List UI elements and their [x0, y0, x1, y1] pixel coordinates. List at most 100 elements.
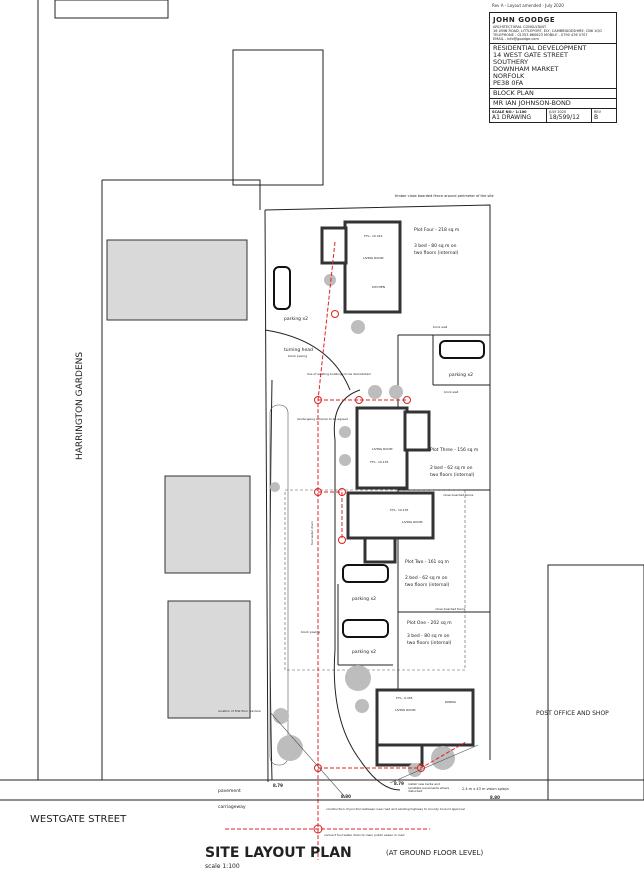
address-line: PE38 0FA — [493, 79, 524, 87]
house-plot-one — [375, 688, 475, 747]
foul-water-drain — [225, 241, 467, 860]
ffl-label: F.F.L. 9.345 — [396, 696, 413, 700]
title-block: JOHN GOODGE ARCHITECTURAL CONSULTANT 16 … — [489, 12, 617, 123]
site-boundary — [264, 209, 269, 783]
address-line: SOUTHERY — [493, 58, 529, 66]
room-label: LIVING ROOM — [395, 708, 416, 712]
ffl-label: F.F.L. 10.135 — [390, 508, 409, 512]
plot-boundary-line — [102, 179, 261, 210]
client-name: MR IAN JOHNSON-BOND — [490, 99, 616, 109]
room-label: LIVING ROOM — [363, 256, 384, 260]
parking-label: parking x2 — [352, 649, 376, 655]
level-label: 8.80 — [341, 794, 351, 799]
address-line: 14 WEST GATE STREET — [493, 51, 568, 59]
access-road-edge — [333, 389, 401, 791]
plot4-desc: 3 bed - 80 sq m on — [414, 243, 457, 249]
vision-splay — [389, 744, 479, 784]
junction-note: construction of junction between new roa… — [326, 807, 465, 811]
consultant-section: JOHN GOODGE ARCHITECTURAL CONSULTANT 16 … — [490, 13, 616, 44]
turning-head-label: turning head — [284, 347, 313, 353]
parking-label: parking x2 — [352, 596, 376, 602]
plot2-label: Plot Two - 161 sq m — [405, 559, 449, 565]
plot3-label: Plot Three - 156 sq m — [430, 447, 478, 453]
revision-note: Rev A - Layout amended - July 2020 — [492, 3, 564, 8]
room-label: KITCHEN — [372, 285, 385, 289]
block-paving-label: block paving — [288, 354, 307, 358]
scale-label: SCALE NO.- 1:100 — [492, 110, 527, 114]
rev-label: REV — [594, 110, 602, 114]
neighbour-building-top-right — [232, 49, 324, 186]
drawing-number: 18/599/12 — [549, 114, 580, 121]
consultant-contact: 16 LYNN ROAD, LITTLEPORT, ELY, CAMBRIDGE… — [493, 29, 602, 37]
address-line: RESIDENTIAL DEVELOPMENT — [493, 44, 587, 52]
house-plot-one-wc — [375, 743, 424, 767]
consultant-email: EMAIL - info@goodge.com — [490, 37, 616, 44]
street-name-harrington: HARRINGTON GARDENS — [75, 352, 85, 460]
neighbour-building — [164, 475, 251, 574]
plot4-label: Plot Four - 218 sq m — [414, 227, 459, 233]
plan-title: SITE LAYOUT PLAN — [205, 845, 352, 861]
brick-wall-label: brick wall — [433, 325, 447, 329]
vision-splay — [269, 711, 346, 798]
plot2-desc: 2 bed - 62 sq m on — [405, 575, 448, 581]
block-paving-area — [284, 489, 466, 671]
plot2-desc: two floors (internal) — [405, 582, 450, 588]
carriageway-label: carriageway — [218, 804, 246, 810]
fence-label: close boarded fence — [435, 607, 466, 611]
plot1-desc: two floors (internal) — [407, 640, 452, 646]
parking-label: parking x2 — [284, 316, 308, 322]
neighbour-building-top — [54, 0, 169, 19]
plot3-desc: two floors (internal) — [430, 472, 475, 478]
consultant-name: JOHN GOODGE — [493, 16, 556, 24]
revision: B — [594, 114, 599, 121]
drawing-title: BLOCK PLAN — [490, 89, 616, 99]
post-office-label: POST OFFICE AND SHOP — [536, 710, 609, 717]
house-plot-two — [346, 491, 435, 540]
car-icon — [273, 266, 291, 310]
plan-scale: scale 1:100 — [205, 863, 240, 870]
project-address: RESIDENTIAL DEVELOPMENT 14 WEST GATE STR… — [490, 44, 616, 89]
room-label: LIVING ROOM — [372, 447, 393, 451]
vision-splay-note: 2.4 m x 43 m vision splays — [462, 787, 509, 791]
window-note: location of first floor window — [218, 709, 261, 713]
block-paving-label: block paving — [301, 630, 320, 634]
street-name-westgate: WESTGATE STREET — [30, 814, 127, 825]
plot4-desc: two floors (internal) — [414, 250, 459, 256]
turning-head-curve — [264, 329, 351, 391]
date-label: JULY 2020 — [549, 110, 567, 114]
level-label: 8.79 — [273, 783, 283, 788]
consultant-role: ARCHITECTURAL CONSULTANT — [493, 25, 547, 29]
plot1-label: Plot One - 202 sq m — [407, 620, 452, 626]
fence-note: timber close boarded fence around perime… — [395, 194, 494, 198]
car-icon — [342, 619, 389, 638]
house-plot-three-wc — [403, 410, 431, 452]
neighbour-building — [167, 600, 251, 719]
level-label: 8.80 — [490, 795, 500, 800]
fence-label: close boarded fence — [443, 493, 474, 497]
sheet-size: A1 DRAWING — [492, 114, 531, 121]
connect-note: connect foul water drain to main public … — [324, 833, 404, 837]
plot3-desc: 2 bed - 62 sq m on — [430, 465, 473, 471]
house-plot-four — [343, 220, 402, 314]
level-label: 8.79 — [394, 781, 404, 786]
brick-wall-label: brick wall — [444, 390, 458, 394]
landscaping-strip — [269, 404, 289, 766]
kerbs-note: install new kerbs and reinstate pavement… — [408, 782, 450, 794]
post-office-building — [547, 564, 644, 801]
landscaping-note: landscaping scheme to be agreed — [297, 417, 348, 421]
tree-icons — [270, 274, 455, 777]
demolish-note: line of existing buildings to be demolis… — [307, 372, 371, 376]
car-icon — [342, 564, 389, 583]
plot1-desc: 3 bed - 80 sq m on — [407, 633, 450, 639]
room-label: LIVING ROOM — [402, 520, 423, 524]
house-plot-four-wc — [320, 226, 348, 265]
drain-label: foul water drain — [310, 521, 314, 545]
car-icon — [439, 340, 485, 359]
address-line: NORFOLK — [493, 72, 525, 80]
address-line: DOWNHAM MARKET — [493, 65, 559, 73]
house-plot-two-wc — [363, 536, 397, 564]
pavement-label: pavement — [218, 788, 241, 794]
ffl-label: F.F.L. 10.314 — [364, 234, 383, 238]
